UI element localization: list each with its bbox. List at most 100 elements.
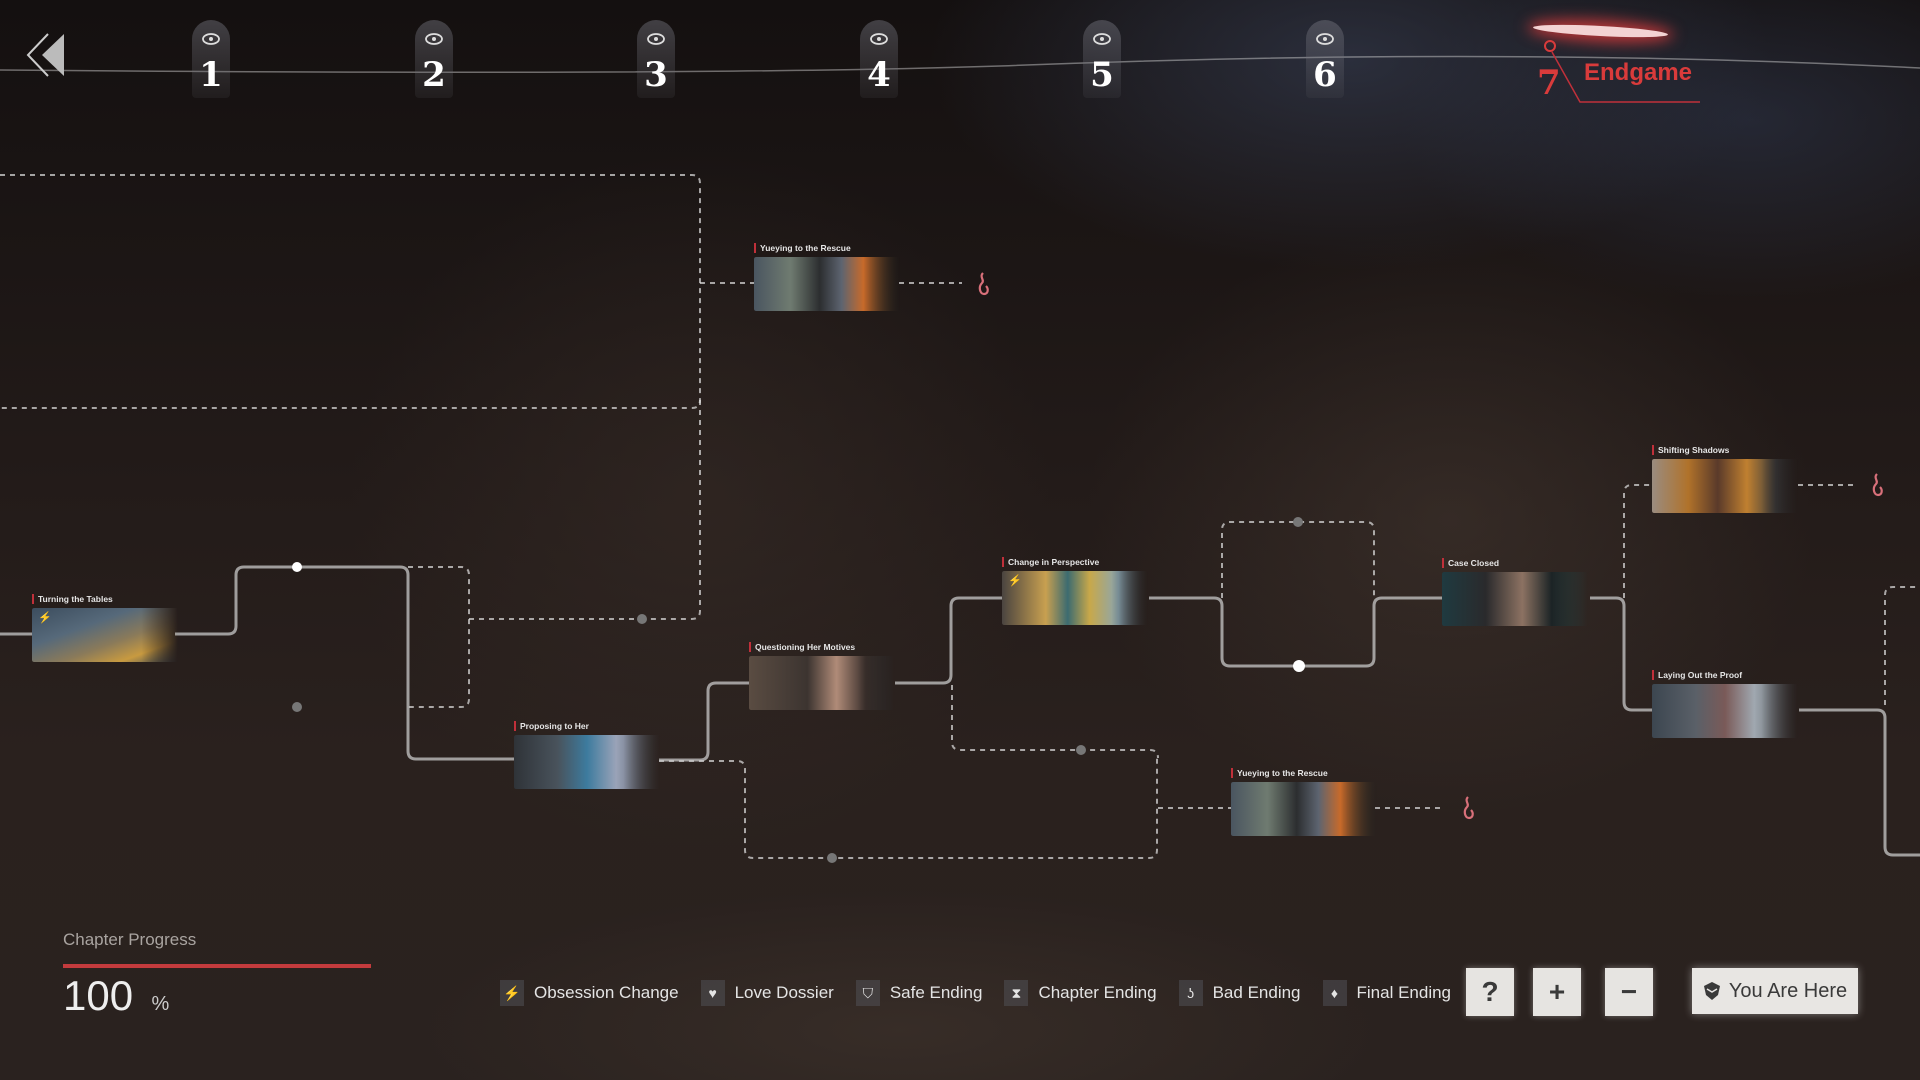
legend-label: Obsession Change [534, 983, 679, 1002]
node-thumbnail [1002, 571, 1148, 625]
legend-obsession-change: ⚡ Obsession Change [500, 980, 679, 1006]
help-button[interactable]: ? [1466, 968, 1514, 1016]
path-line [175, 565, 514, 761]
obsession-change-icon: ⚡ [500, 980, 524, 1006]
node-thumbnail [1231, 782, 1377, 836]
legend-safe-ending: ⛉ Safe Ending [855, 980, 983, 1006]
node-title: Shifting Shadows [1652, 445, 1729, 455]
chapter-3-button[interactable]: 3 [637, 20, 675, 98]
eye-icon [1316, 33, 1334, 45]
eye-icon [870, 33, 888, 45]
legend-love-dossier: ♥ Love Dossier [700, 980, 834, 1006]
safe-ending-icon: ⛉ [855, 980, 880, 1006]
back-button[interactable] [24, 30, 68, 80]
chapter-4-button[interactable]: 4 [860, 20, 898, 98]
legend-label: Final Ending [1356, 983, 1452, 1002]
obsession-change-icon: ⚡ [1008, 575, 1022, 587]
branch-line [642, 400, 701, 620]
chapter-number: 3 [644, 55, 668, 95]
branch-line [408, 566, 470, 708]
junction-dot [1076, 745, 1086, 755]
eye-icon [647, 33, 665, 45]
legend: ⚡ Obsession Change ♥ Love Dossier ⛉ Safe… [500, 980, 1473, 1006]
bad-ending-icon[interactable] [1458, 795, 1478, 821]
branch-line [1623, 484, 1652, 598]
legend-label: Safe Ending [889, 983, 983, 1002]
chapter-number: 7 [1537, 63, 1561, 103]
path-line [1799, 708, 1920, 857]
junction-dot [637, 614, 647, 624]
progress-bar [63, 964, 371, 968]
eye-icon [1093, 33, 1111, 45]
branch-line [659, 758, 1158, 859]
node-thumbnail [32, 608, 178, 662]
path-line [659, 681, 749, 762]
path-line [1590, 596, 1652, 712]
path-line [895, 596, 1002, 685]
you-are-here-button[interactable]: You Are Here [1692, 968, 1858, 1014]
node-thumbnail [1652, 684, 1798, 738]
love-dossier-icon: ♥ [700, 980, 725, 1006]
progress-value: 100 [63, 972, 134, 1019]
chapter-6-button[interactable]: 6 [1306, 20, 1344, 98]
chapter-2-button[interactable]: 2 [415, 20, 453, 98]
node-thumbnail [749, 656, 895, 710]
branch-line [1221, 521, 1375, 598]
obsession-change-icon: ⚡ [38, 612, 52, 624]
branch-line [1884, 586, 1920, 705]
node-title: Yueying to the Rescue [1231, 768, 1328, 778]
junction-dot [1293, 660, 1305, 672]
chapter-progress: Chapter Progress 100 % [63, 930, 383, 1020]
chapter-number: 4 [867, 55, 891, 95]
branch-line [951, 685, 1159, 759]
legend-label: Love Dossier [734, 983, 834, 1002]
legend-final-ending: ♦ Final Ending [1322, 980, 1452, 1006]
legend-chapter-ending: ⧗ Chapter Ending [1004, 980, 1157, 1006]
node-title: Questioning Her Motives [749, 642, 855, 652]
junction-dot [1293, 517, 1303, 527]
legend-label: Bad Ending [1212, 983, 1301, 1002]
chapter-7-current[interactable]: 7 Endgame [1530, 22, 1710, 103]
branch-line [0, 174, 701, 409]
bad-ending-icon[interactable] [973, 271, 993, 297]
progress-bar-fill [63, 964, 371, 968]
chapter-number: 2 [422, 55, 446, 95]
node-title: Turning the Tables [32, 594, 113, 604]
progress-label: Chapter Progress [63, 930, 197, 949]
chapter-number: 5 [1090, 55, 1114, 95]
node-title: Yueying to the Rescue [754, 243, 851, 253]
chapter-number: 1 [199, 55, 223, 95]
node-title: Laying Out the Proof [1652, 670, 1742, 680]
final-ending-icon: ♦ [1322, 980, 1347, 1006]
location-marker-icon [1703, 982, 1720, 1000]
bad-ending-icon[interactable] [1867, 472, 1887, 498]
node-title: Proposing to Her [514, 721, 589, 731]
legend-bad-ending: ʖ Bad Ending [1178, 980, 1301, 1006]
progress-unit: % [151, 993, 170, 1015]
chapter-title: Endgame [1584, 59, 1693, 86]
node-title: Case Closed [1442, 558, 1499, 568]
eye-icon [202, 33, 220, 45]
chapter-7-bracket [1544, 40, 1700, 103]
path-line [1149, 596, 1442, 668]
node-thumbnail [1442, 572, 1588, 626]
zoom-in-button[interactable]: + [1533, 968, 1581, 1016]
node-thumbnail [754, 257, 900, 311]
junction-dot [292, 562, 302, 572]
chapter-5-button[interactable]: 5 [1083, 20, 1121, 98]
legend-label: Chapter Ending [1038, 983, 1157, 1002]
chapter-1-button[interactable]: 1 [192, 20, 230, 98]
zoom-out-button[interactable]: − [1605, 968, 1653, 1016]
node-thumbnail [1652, 459, 1798, 513]
bad-ending-icon: ʖ [1178, 980, 1203, 1006]
junction-dot [827, 853, 837, 863]
timeline-line [0, 55, 1920, 73]
node-title: Change in Perspective [1002, 557, 1099, 567]
double-chevron-left-icon [26, 33, 64, 77]
eye-icon [425, 33, 443, 45]
node-thumbnail [514, 735, 660, 789]
chapter-ending-icon: ⧗ [1004, 980, 1029, 1006]
you-are-here-label: You Are Here [1728, 979, 1848, 1002]
junction-dot [292, 702, 302, 712]
